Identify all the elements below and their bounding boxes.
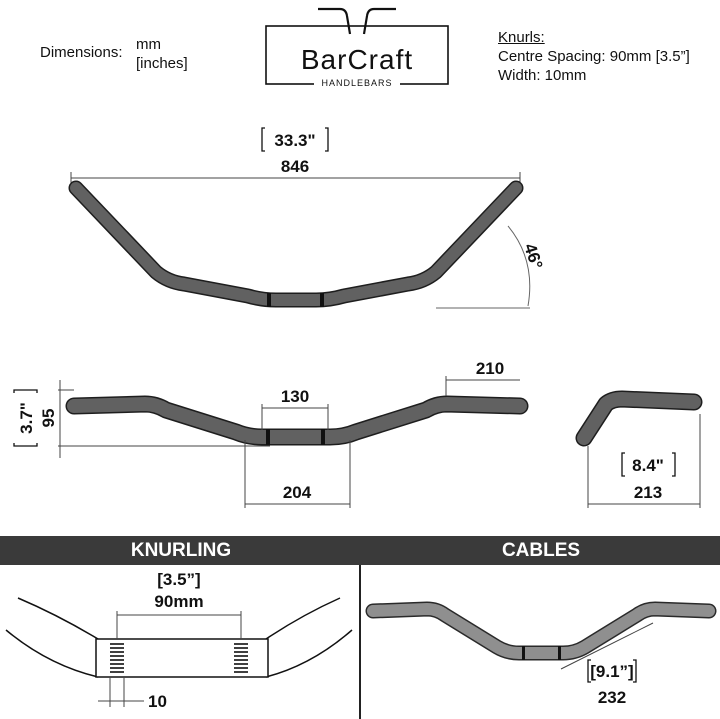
span-mm: 204 [283,483,312,502]
front-view: 3.7" 95 130 210 204 [13,359,529,508]
top-bar-body [70,182,522,306]
handlebar-drawings: 33.3" 846 46° 3.7" 95 130 210 204 [13,127,703,508]
top-knurl-right [320,293,324,307]
angle-label: 46° [520,241,546,272]
angle-arc [507,225,531,307]
top-view: 33.3" 846 46° [68,127,546,309]
knurling-section-title: KNURLING [130,540,232,561]
knurl-right [234,643,248,673]
cables-knurl-right [558,646,561,660]
knurls-spacing: Centre Spacing: 90mm [3.5”] [498,48,690,65]
knurl-spacing-mm: 90mm [154,592,203,611]
side-bar-body [577,392,701,445]
units-inches-label: [inches] [136,55,188,72]
cables-section-title: CABLES [501,540,581,561]
top-width-mm: 846 [281,157,309,176]
logo-brand-text: BarCraft [301,44,413,75]
knurls-title: Knurls: [498,29,545,46]
grip-length-mm: 210 [476,359,504,378]
knurl-spacing-inches: [3.5”] [157,570,200,589]
pullback-mm: 213 [634,483,662,502]
front-knurl-right [321,429,325,445]
rise-mm: 95 [39,409,58,428]
cables-knurl-left [522,646,525,660]
cables-bar-body [367,603,715,659]
pullback-inch-brackets [621,452,676,477]
units-mm-label: mm [136,36,161,53]
cable-length-mm: 232 [598,688,626,707]
top-knurl-left [267,293,271,307]
knurling-bar-section [95,638,269,678]
cables-detail-drawing: [9.1”] 232 [365,601,717,707]
pullback-inches: 8.4" [632,456,664,475]
cables-bar-outline [365,601,717,661]
knurl-left [110,640,124,676]
center-width-mm: 130 [281,387,309,406]
barcraft-logo: BarCraft HANDLEBARS [265,7,449,88]
cable-length-line [560,622,654,670]
knurling-detail-drawing: [3.5”] 90mm 10 [5,570,353,711]
dimensions-label: Dimensions: [40,44,123,61]
logo-tagline-text: HANDLEBARS [321,78,392,88]
cable-length-inches: [9.1”] [590,662,633,681]
top-inch-brackets [261,127,329,152]
section-divider [359,565,361,719]
front-bar-body [67,397,527,444]
rise-inch-brackets [13,389,38,447]
section-header-band: KNURLING CABLES [0,536,720,565]
side-view: 8.4" 213 [575,390,703,508]
rise-inches: 3.7" [17,402,36,434]
cable-inch-brackets [587,659,637,683]
front-knurl-left [266,429,270,445]
top-bar-outline [68,180,524,308]
knurl-width-mm: 10 [148,692,167,711]
top-width-inches: 33.3" [274,131,315,150]
knurls-width: Width: 10mm [498,67,587,84]
